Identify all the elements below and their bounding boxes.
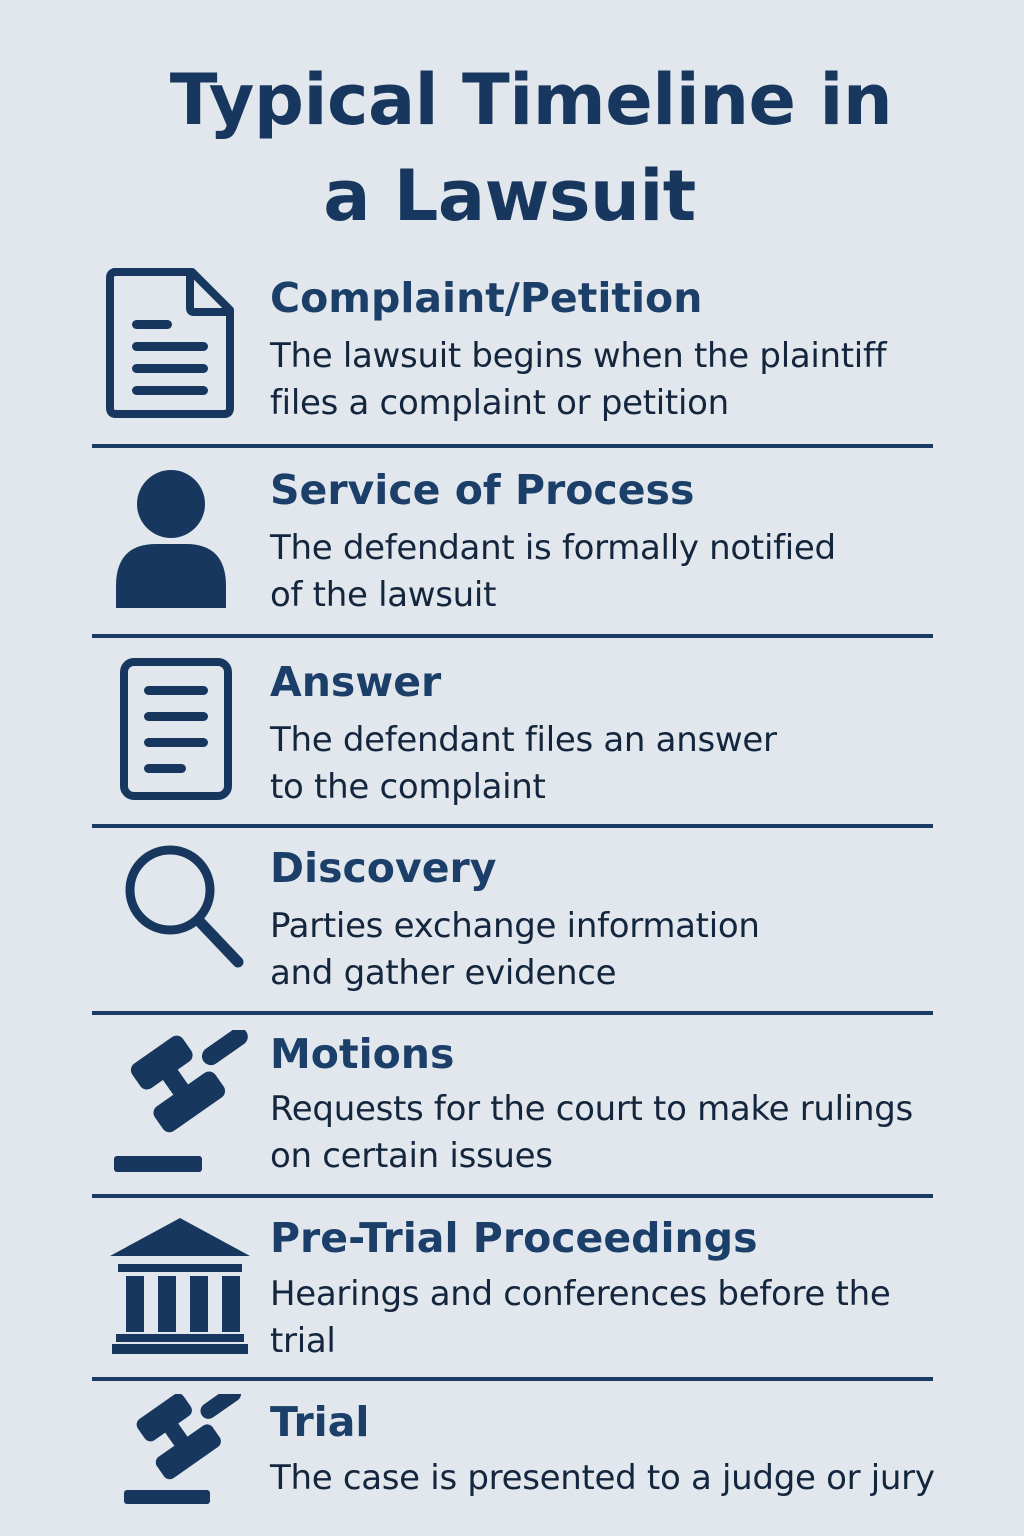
step-heading: Motions [270, 1030, 455, 1078]
step-description: Hearings and conferences before the tria… [270, 1271, 970, 1365]
divider [92, 1377, 933, 1381]
step-description: Requests for the court to make rulings o… [270, 1086, 970, 1180]
step-heading: Answer [270, 658, 442, 706]
divider [92, 824, 933, 828]
step-description: Parties exchange information and gather … [270, 903, 970, 997]
step-heading: Complaint/Petition [270, 274, 703, 322]
gavel-icon [124, 1394, 242, 1504]
step-description-line: Hearings and conferences before the [270, 1274, 891, 1314]
gavel-icon [114, 1030, 248, 1172]
document-icon [106, 268, 234, 418]
document-icon [120, 658, 232, 800]
step-heading: Pre-Trial Proceedings [270, 1214, 758, 1262]
step-description-line: Parties exchange information [270, 906, 760, 946]
title-line-2: a Lawsuit [323, 155, 696, 237]
step-description-line: Requests for the court to make rulings [270, 1089, 913, 1129]
title-line-1: Typical Timeline in [169, 59, 893, 141]
divider [92, 444, 933, 448]
page-title: Typical Timeline in a Lawsuit [0, 52, 1024, 244]
step-description: The lawsuit begins when the plaintiff fi… [270, 333, 970, 427]
step-description-line: to the complaint [270, 767, 546, 807]
step-description-line: of the lawsuit [270, 575, 497, 615]
step-heading: Service of Process [270, 466, 695, 514]
divider [92, 1194, 933, 1198]
step-description-line: on certain issues [270, 1136, 553, 1176]
person-icon [116, 470, 226, 608]
magnifying-glass-icon [125, 845, 244, 968]
step-description: The defendant is formally notified of th… [270, 525, 970, 619]
step-description-line: and gather evidence [270, 953, 617, 993]
step-heading: Trial [270, 1398, 370, 1446]
step-description-line: files a complaint or petition [270, 383, 729, 423]
courthouse-icon [110, 1218, 250, 1354]
divider [92, 1011, 933, 1015]
step-description: The case is presented to a judge or jury [270, 1455, 970, 1502]
step-description-line: trial [270, 1321, 336, 1361]
step-description: The defendant files an answer to the com… [270, 717, 970, 811]
step-description-line: The defendant files an answer [270, 720, 777, 760]
step-description-line: The lawsuit begins when the plaintiff [270, 336, 887, 376]
step-heading: Discovery [270, 844, 497, 892]
step-description-line: The defendant is formally notified [270, 528, 836, 568]
step-description-line: The case is presented to a judge or jury [270, 1458, 935, 1498]
divider [92, 634, 933, 638]
